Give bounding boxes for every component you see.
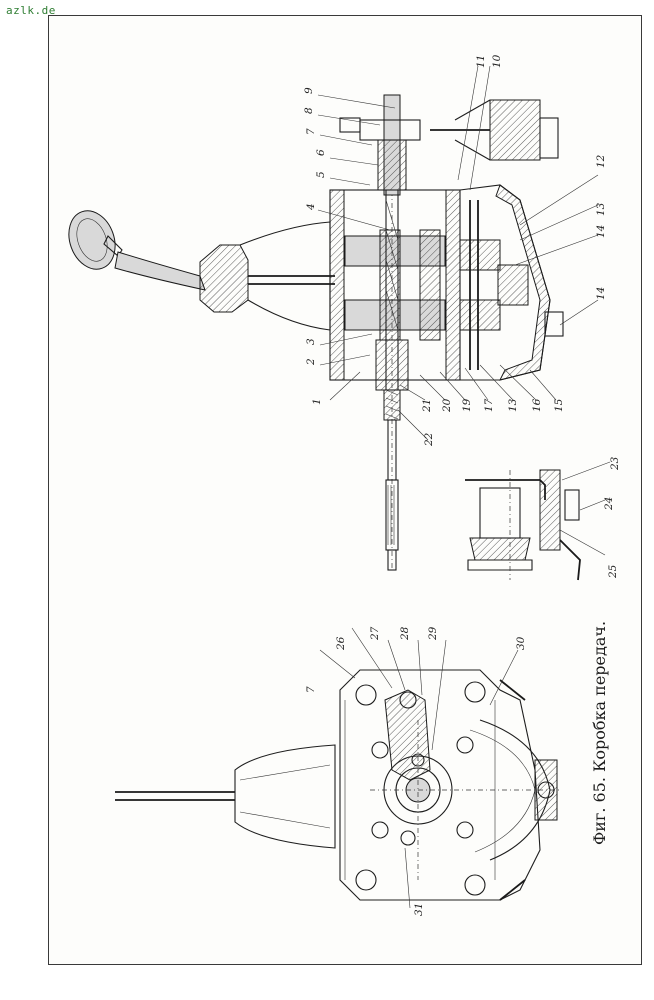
callout-7: 7 [305, 128, 317, 135]
main-section-view [68, 94, 564, 571]
callout-10: 10 [491, 54, 503, 68]
callout-31: 31 [413, 903, 425, 916]
callout-24: 24 [603, 497, 615, 511]
callout-17: 17 [483, 398, 495, 412]
callout-3: 3 [305, 338, 317, 345]
callout-13-top: 13 [595, 202, 607, 216]
callout-6: 6 [315, 149, 327, 156]
callout-4: 4 [305, 203, 317, 211]
callout-27: 27 [369, 626, 381, 641]
callout-30: 30 [515, 636, 527, 650]
main-shaft [339, 94, 421, 571]
callout-19: 19 [461, 398, 473, 412]
front-view [115, 669, 560, 901]
callout-14-top: 14 [595, 225, 607, 238]
callout-26: 26 [335, 636, 347, 651]
callout-labels: 1 2 3 4 5 6 7 8 9 11 10 12 13 14 14 15 1… [303, 54, 621, 916]
callout-1: 1 [311, 398, 323, 405]
callout-22: 22 [423, 432, 435, 447]
gearbox-housing [329, 184, 564, 381]
callout-2: 2 [305, 358, 317, 366]
shift-knob [68, 210, 206, 291]
callout-20: 20 [441, 398, 453, 413]
site-watermark: azlk.de [6, 4, 56, 17]
callout-15: 15 [553, 398, 565, 412]
callout-8: 8 [303, 107, 315, 114]
callout-14-mid: 14 [595, 287, 607, 300]
callout-16: 16 [531, 398, 543, 412]
callout-12: 12 [595, 154, 607, 168]
callout-7-front: 7 [305, 686, 317, 693]
callout-5: 5 [315, 171, 327, 178]
callout-29: 29 [427, 626, 439, 641]
shift-lever-boot [199, 221, 335, 331]
callout-13-bottom: 13 [507, 398, 519, 412]
callout-28: 28 [399, 626, 411, 641]
rear-mount-bracket [430, 99, 559, 161]
detail-view [465, 469, 581, 581]
callout-25: 25 [607, 564, 619, 579]
callout-11: 11 [475, 55, 487, 68]
callout-9: 9 [303, 87, 315, 94]
leader-lines [317, 65, 611, 909]
callout-21: 21 [421, 399, 433, 413]
figure-caption: Фиг. 65. Коробка передач. [590, 621, 609, 845]
callout-23: 23 [609, 456, 621, 471]
